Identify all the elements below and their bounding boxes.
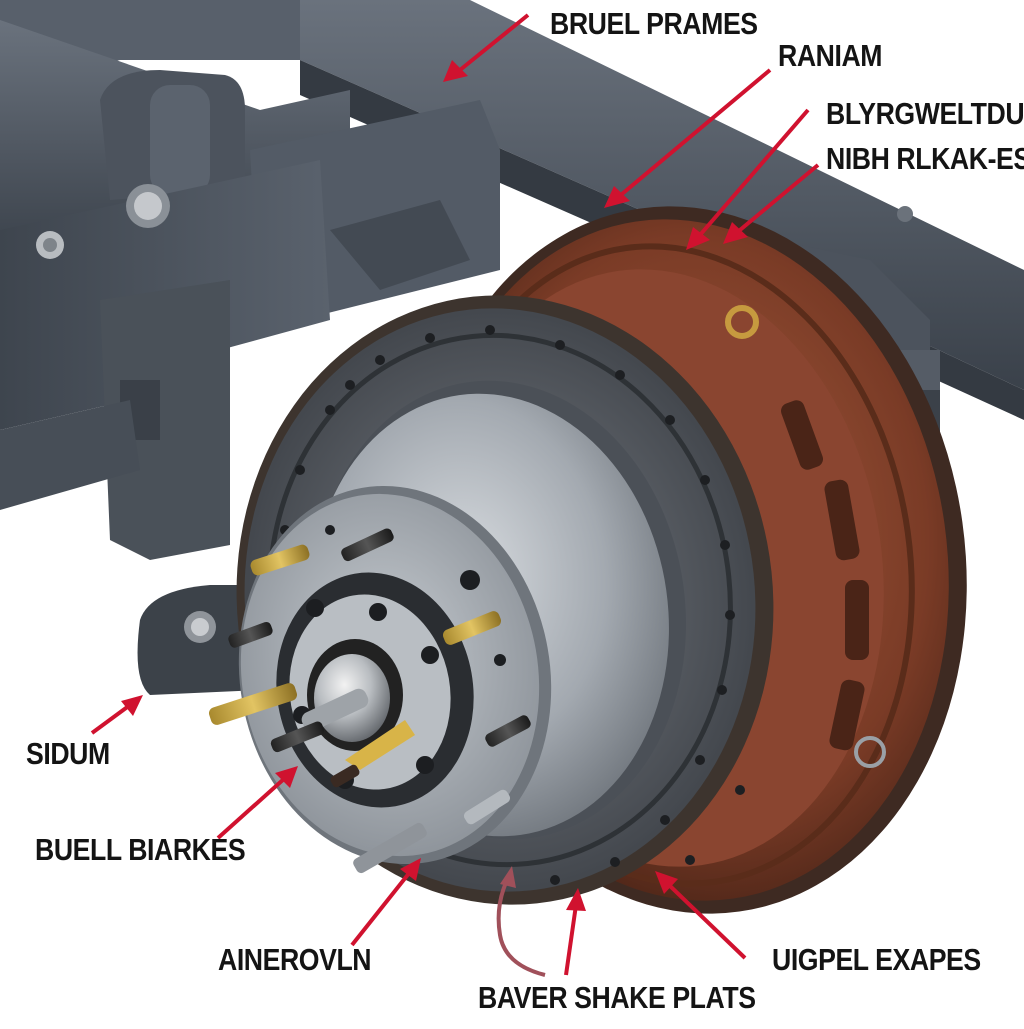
- label-brake-frames: BRUEL PRAMES: [550, 6, 758, 41]
- label-sidum: SIDUM: [26, 736, 110, 771]
- curved-callout-arrow: [496, 866, 546, 977]
- wheel-flange: [208, 485, 552, 874]
- label-raniam: RANIAM: [778, 38, 883, 73]
- label-buell-biarkes: BUELL BIARKES: [35, 832, 246, 867]
- label-uigpel-exapes: UIGPEL EXAPES: [772, 942, 981, 977]
- label-nibh-rlkak: NIBH RLKAK-ES: [826, 141, 1024, 176]
- label-ainerovln: AINEROVLN: [218, 942, 372, 977]
- rotor-holes: [280, 325, 745, 885]
- label-baver-shake-plats: BAVER SHAKE PLATS: [478, 980, 756, 1015]
- callout-arrows: [90, 13, 820, 976]
- label-blyrgweltdum: BLYRGWELTDUM: [826, 96, 1024, 131]
